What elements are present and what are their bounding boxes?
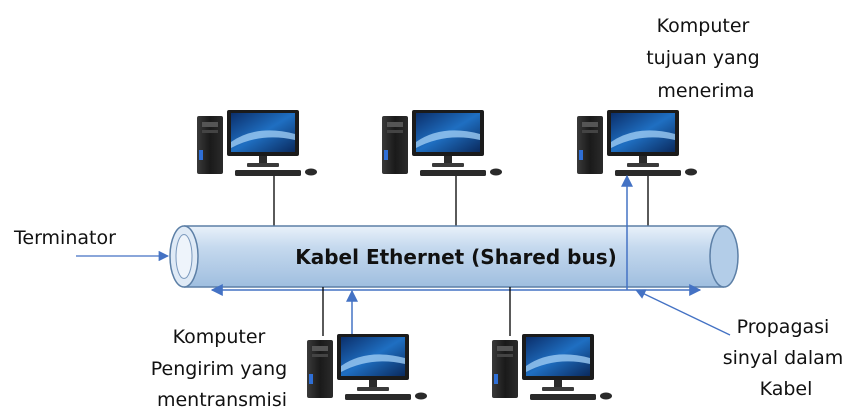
sender-label: Komputer Pengirim yang mentransmisi bbox=[151, 326, 294, 410]
desktop-computer-icon bbox=[577, 110, 697, 176]
receiver-label-line-2: tujuan yang bbox=[646, 47, 760, 69]
ethernet-cable bbox=[169, 225, 739, 288]
sender-label-line-3: mentransmisi bbox=[157, 389, 287, 410]
desktop-computer-icon bbox=[197, 110, 317, 176]
terminator-label: Terminator bbox=[13, 227, 116, 249]
receiver-label: Komputer tujuan yang menerima bbox=[646, 15, 766, 102]
desktop-computer-icon bbox=[382, 110, 502, 176]
propagation-label-line-3: Kabel bbox=[760, 378, 813, 400]
sender-label-line-1: Komputer bbox=[173, 326, 266, 348]
propagation-label-line-1: Propagasi bbox=[737, 316, 830, 338]
receiver-label-line-3: menerima bbox=[657, 80, 754, 102]
bus-label: Kabel Ethernet (Shared bus) bbox=[295, 245, 617, 269]
receiver-label-line-1: Komputer bbox=[657, 15, 750, 37]
sender-label-line-2: Pengirim yang bbox=[151, 358, 287, 380]
desktop-computer-icon bbox=[492, 334, 612, 400]
desktop-computer-icon bbox=[307, 334, 427, 400]
propagation-callout-arrow bbox=[635, 289, 731, 336]
propagation-label: Propagasi sinyal dalam Kabel bbox=[723, 316, 850, 400]
propagation-label-line-2: sinyal dalam bbox=[723, 347, 844, 369]
